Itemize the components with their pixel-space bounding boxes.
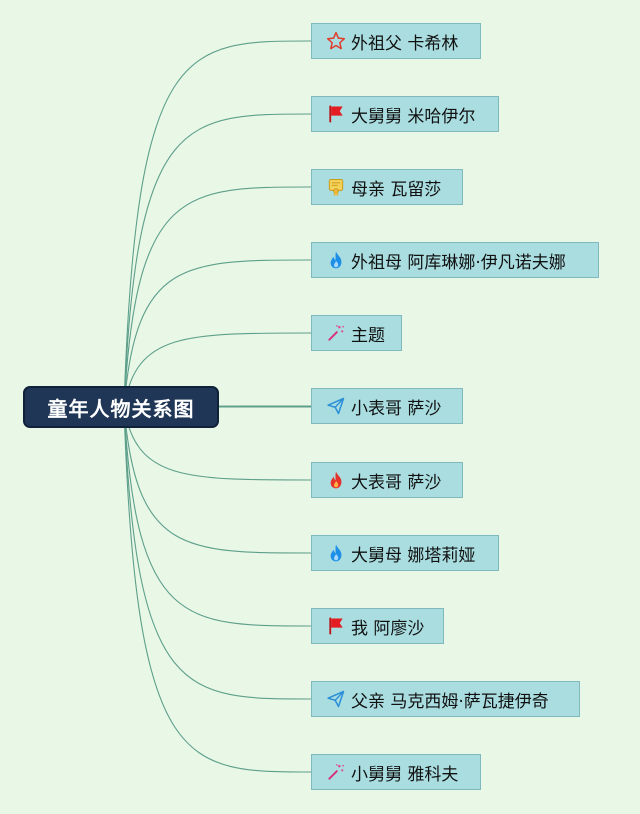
connector-line: [123, 186, 312, 408]
red-flame-icon: [330, 471, 342, 489]
certificate-badge-icon: [328, 179, 344, 197]
branch-node[interactable]: 小表哥 萨沙: [311, 388, 463, 424]
blue-flame-icon: [330, 251, 342, 269]
blue-flame-icon: [330, 544, 342, 562]
branch-label: 主题: [351, 325, 385, 346]
red-flag-icon: [329, 617, 343, 635]
root-topic-label: 童年人物关系图: [47, 396, 195, 421]
branch-node[interactable]: 小舅舅 雅科夫: [311, 754, 481, 790]
branch-label: 我 阿廖沙: [351, 618, 425, 639]
branch-node[interactable]: 大表哥 萨沙: [311, 462, 463, 498]
branch-label: 大表哥 萨沙: [351, 472, 442, 493]
connector-line: [123, 332, 312, 408]
connector-line: [123, 406, 312, 773]
branch-label: 小表哥 萨沙: [351, 398, 442, 419]
branch-node[interactable]: 大舅舅 米哈伊尔: [311, 96, 499, 132]
connector-line: [123, 40, 312, 408]
paper-plane-icon: [327, 397, 345, 415]
paper-plane-icon: [327, 690, 345, 708]
branch-node[interactable]: 大舅母 娜塔莉娅: [311, 535, 499, 571]
branch-label: 母亲 瓦留莎: [351, 179, 442, 200]
connector-line: [123, 406, 312, 700]
magic-wand-icon: [328, 325, 344, 341]
connector-line: [123, 113, 312, 408]
connector-line: [123, 406, 312, 627]
connector-line: [123, 259, 312, 408]
branch-label: 大舅母 娜塔莉娅: [351, 545, 476, 566]
branch-label: 外祖母 阿库琳娜·伊凡诺夫娜: [351, 252, 566, 273]
branch-node[interactable]: 我 阿廖沙: [311, 608, 444, 644]
branch-label: 父亲 马克西姆·萨瓦捷伊奇: [351, 691, 549, 712]
branch-label: 大舅舅 米哈伊尔: [351, 106, 476, 127]
branch-node[interactable]: 父亲 马克西姆·萨瓦捷伊奇: [311, 681, 580, 717]
root-topic[interactable]: 童年人物关系图: [23, 386, 219, 428]
branch-node[interactable]: 主题: [311, 315, 402, 351]
branch-node[interactable]: 外祖父 卡希林: [311, 23, 481, 59]
branch-label: 小舅舅 雅科夫: [351, 764, 459, 785]
red-flag-icon: [329, 105, 343, 123]
connector-line: [123, 406, 312, 554]
connector-line: [123, 406, 312, 481]
star-outline-icon: [326, 31, 346, 50]
branch-node[interactable]: 外祖母 阿库琳娜·伊凡诺夫娜: [311, 242, 599, 278]
magic-wand-icon: [328, 764, 344, 780]
branch-label: 外祖父 卡希林: [351, 33, 459, 54]
branch-node[interactable]: 母亲 瓦留莎: [311, 169, 463, 205]
